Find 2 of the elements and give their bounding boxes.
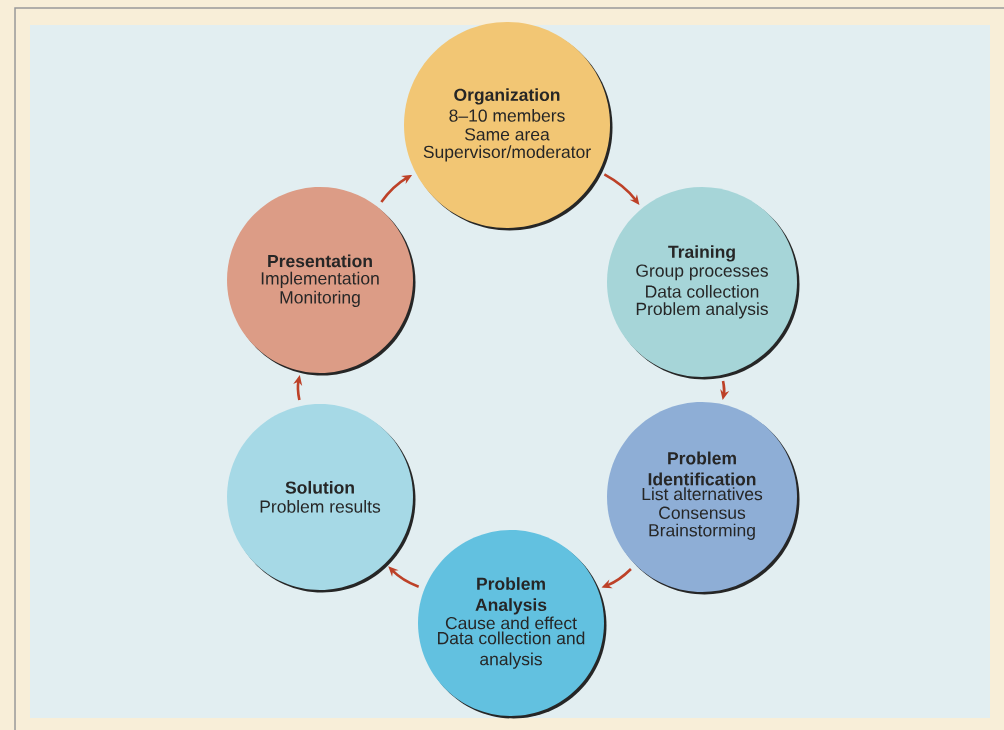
arrow (603, 173, 640, 205)
arrow (388, 566, 420, 588)
